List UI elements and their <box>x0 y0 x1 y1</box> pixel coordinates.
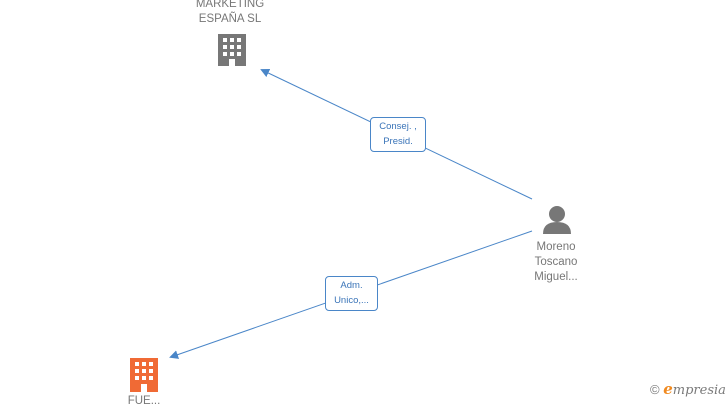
company-name-bottom[interactable]: FUE... <box>127 395 161 407</box>
person-name[interactable]: Moreno Toscano Miguel... <box>534 241 578 283</box>
edge-label-adm: Adm. Unico,... <box>325 276 378 311</box>
empresia-logo-icon: e <box>663 380 673 398</box>
edge-label-consej: Consej. , Presid. <box>370 117 426 152</box>
copyright-symbol: © <box>650 382 660 397</box>
brand-name: mpresia <box>672 383 726 398</box>
company-name-top[interactable]: MARKETING ESPAÑA SL <box>195 0 265 25</box>
empresia-watermark: © empresia <box>650 380 726 400</box>
building-icon[interactable] <box>218 34 246 66</box>
building-icon-highlight[interactable] <box>130 358 158 392</box>
relationship-graph <box>130 34 571 392</box>
person-icon[interactable] <box>543 206 571 234</box>
